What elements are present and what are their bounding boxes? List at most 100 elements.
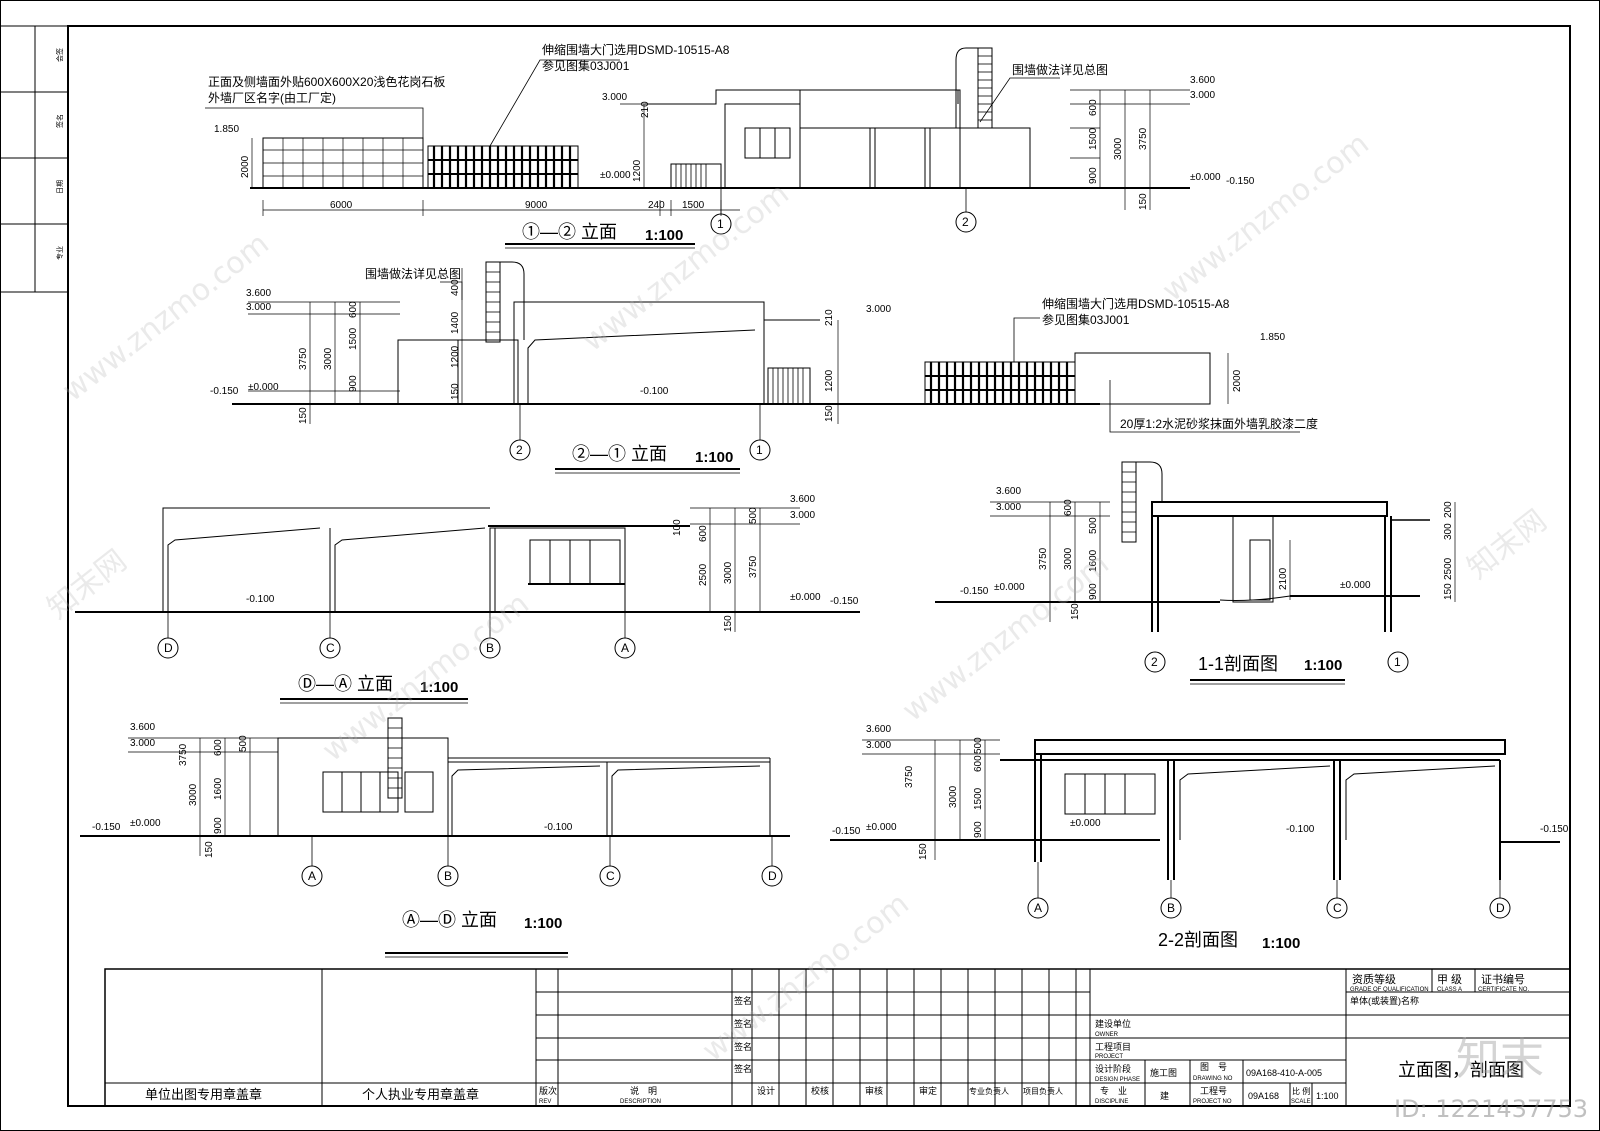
e4-h5: -0.100 [544,822,573,833]
e1-d1: 2000 [240,155,251,178]
e3-scale: 1:100 [420,679,458,696]
e2-d8: 1400 [450,311,461,334]
s1-d6: 3750 [1038,547,1049,570]
e2-d6: 3750 [298,347,309,370]
e3-d5: 3750 [748,555,759,578]
e3-d4: 3000 [723,561,734,584]
e4-h3: -0.150 [92,822,121,833]
e1-stone-note: 正面及侧墙面外贴600X600X20浅色花岗石板 [208,74,445,89]
e1-stone-note2: 外墙厂区名字(由工厂定) [208,90,336,105]
e4-scale: 1:100 [524,915,562,932]
e2-d1: 600 [348,301,359,318]
discipline-en: DISCIPLINE [1095,1099,1128,1105]
e2-gate-ref: 参见图集03J001 [1042,312,1130,327]
e2-h1: 3.600 [246,288,271,299]
e1-h2: 3.000 [602,92,627,103]
e4-d7: 150 [204,841,215,858]
project-no-cn: 工程号 [1200,1086,1227,1096]
e2-d4: 150 [298,407,309,424]
phase-cn: 设计阶段 [1095,1063,1131,1074]
review-cn: 审核 [865,1085,883,1096]
e1-h2b: 3.000 [1190,90,1215,101]
s1-scale: 1:100 [1304,657,1342,674]
elevation-D-A [75,507,860,704]
s2-d4: 900 [973,821,984,838]
s1-d3: 1600 [1088,549,1099,572]
elevation-D-A-text: Ⓓ—Ⓐ 立面 1:100 3.600 3.000 ±0.000 -0.150 -… [164,494,859,696]
e1-d4: 150 [1138,193,1149,210]
s2-scale: 1:100 [1262,935,1300,952]
project-cn: 工程项目 [1095,1042,1131,1052]
s2-axis-c: C [1333,901,1342,915]
e4-d5: 3000 [188,783,199,806]
spec-lead: 专业负责人 [969,1086,1009,1096]
check-cn: 校核 [811,1085,829,1096]
s1-title: 1-1剖面图 [1198,654,1278,674]
e2-d14: 2000 [1232,369,1243,392]
e2-d2: 1500 [348,327,359,350]
elevation-2-1-text: ②—① 立面 1:100 3.600 3.000 -0.150 ±0.000 -… [210,266,1318,466]
left-strip-l4: 专业 [55,246,64,260]
e1-axis-2: 2 [962,215,969,229]
cert-en: CERTIFICATE NO. [1478,987,1529,993]
s1-h5: ±0.000 [1340,580,1371,591]
proj-lead: 项目负责人 [1023,1086,1063,1096]
s2-h3: -0.150 [832,826,861,837]
elevation-1-2-text: ①—② 立面 1:100 1.850 3.000 3.600 3.000 ±0.… [208,42,1255,244]
elevation-A-D [80,717,790,958]
s2-h1: 3.600 [866,724,891,735]
e4-axis-c: C [606,869,615,883]
e3-h5: -0.100 [246,594,275,605]
elevation-2-1 [232,261,1300,474]
s2-d5: 3000 [948,785,959,808]
e2-plaster-note: 20厚1:2水泥砂浆抹面外墙乳胶漆二度 [1120,416,1318,431]
e2-d3: 900 [348,375,359,392]
phase-val: 施工图 [1150,1067,1177,1078]
e3-d3: 2500 [698,563,709,586]
e1-d5: 600 [1088,99,1099,116]
e1-railing-note: 围墙做法详见总图 [1012,62,1108,77]
sheet-title: 立面图，剖面图 [1398,1060,1524,1080]
left-strip-l3: 日期 [56,180,64,194]
owner-en: OWNER [1095,1032,1119,1038]
e2-railing-note: 围墙做法详见总图 [365,266,461,281]
e3-title: Ⓓ—Ⓐ 立面 [298,674,393,694]
section-1-1 [935,461,1456,685]
e1-d2: 1200 [632,159,643,182]
e3-d2: 600 [698,525,709,542]
e3-axis-c: C [326,641,335,655]
e1-gate-note: 伸缩围墙大门选用DSMD-10515-A8 [542,42,730,57]
watermark-logo: 知末 [1456,1034,1544,1085]
left-strip-l1: 会签 [55,48,64,62]
e1-h3: 3.600 [1190,75,1215,86]
e2-h7: 1.850 [1260,332,1285,343]
s1-h3: -0.150 [960,586,989,597]
e1-h4b: ±0.000 [1190,172,1221,183]
e4-h4: ±0.000 [130,818,161,829]
s2-h6: -0.100 [1286,824,1315,835]
e3-h3: ±0.000 [790,592,821,603]
e2-scale: 1:100 [695,449,733,466]
e3-h2: 3.000 [790,510,815,521]
design-cn: 设计 [757,1085,775,1096]
e2-d11: 210 [824,309,835,326]
e1-h4: ±0.000 [600,170,631,181]
section-2-2-text: 2-2剖面图 1:100 3.600 3.000 -0.150 ±0.000 ±… [832,724,1569,952]
project-en: PROJECT [1095,1054,1123,1060]
s1-d9: 200 [1443,501,1454,518]
watermark-id: ID: 1221437753 [1394,1095,1588,1123]
s1-d4: 900 [1088,583,1099,600]
qual-en: GRADE OF QUALIFICATION [1350,987,1429,993]
s2-axis-b: B [1167,901,1175,915]
drawing-no: 09A168-410-A-005 [1246,1068,1322,1078]
e2-h2: 3.000 [246,302,271,313]
s2-d1: 500 [973,737,984,754]
e4-axis-d: D [768,869,777,883]
e1-h1: 1.850 [214,124,239,135]
e2-h6: 3.000 [866,304,891,315]
e4-axis-b: B [444,869,452,883]
elevation-1-2 [205,47,1190,249]
s1-d7: 150 [1070,603,1081,620]
s2-h7: -0.150 [1540,824,1569,835]
owner-cn: 建设单位 [1095,1018,1131,1029]
